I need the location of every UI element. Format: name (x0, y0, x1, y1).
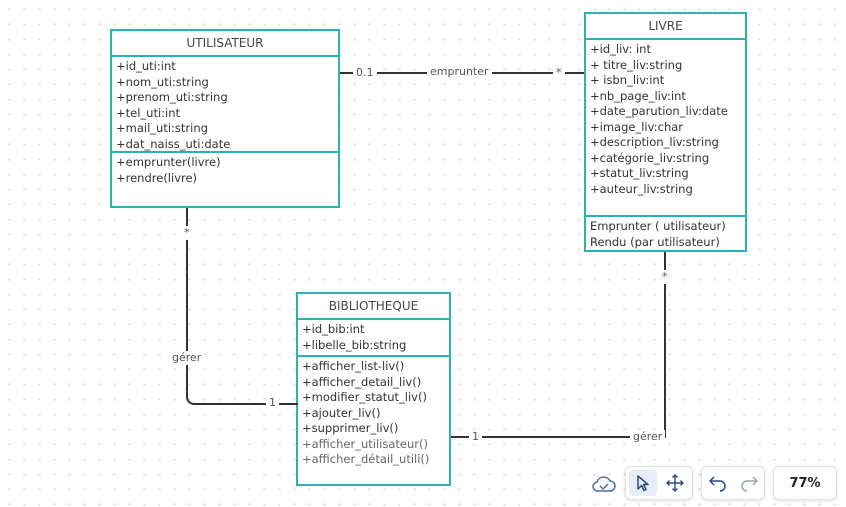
association-gerer-livre-vertical[interactable] (664, 252, 666, 437)
method: +modifier_statut_liv() (302, 390, 427, 404)
attribute: + titre_liv:string (590, 57, 683, 72)
method: Emprunter ( utilisateur) (590, 219, 726, 233)
attribute: +libelle_bib:string (302, 337, 407, 352)
attributes-section: +id_uti:int +nom_uti:string +prenom_uti:… (112, 57, 338, 153)
attributes-section: +id_bib:int +libelle_bib:string (298, 320, 449, 357)
method: Rendu (par utilisateur) (590, 234, 720, 249)
association-gerer-livre-horizontal[interactable] (451, 436, 666, 438)
attribute: +mail_uti:string (116, 121, 208, 135)
methods-section: +emprunter(livre) +rendre(livre) (112, 153, 338, 188)
attribute: +catégorie_liv:string (590, 150, 710, 165)
multiplicity-label: * (553, 66, 565, 80)
redo-icon[interactable] (735, 470, 763, 496)
attribute: +id_uti:int (116, 59, 176, 73)
method: +afficher_détail_utili() (302, 452, 430, 466)
association-label: gérer (169, 351, 205, 365)
method: +emprunter(livre) (116, 155, 221, 169)
class-bibliotheque[interactable]: BIBLIOTHEQUE +id_bib:int +libelle_bib:st… (296, 292, 451, 486)
multiplicity-label: 1 (266, 396, 279, 410)
zoom-level: 77% (789, 476, 821, 491)
class-title: UTILISATEUR (112, 31, 338, 57)
attribute: +date_parution_liv:date (590, 104, 728, 118)
tool-group (625, 466, 693, 500)
multiplicity-label: 1 (469, 430, 482, 444)
attributes-section: +id_liv: int + titre_liv:string + isbn_l… (586, 40, 745, 217)
method: +rendre(livre) (116, 170, 198, 185)
multiplicity-label: * (181, 226, 193, 240)
methods-section: Emprunter ( utilisateur) Rendu (par util… (586, 217, 745, 252)
class-utilisateur[interactable]: UTILISATEUR +id_uti:int +nom_uti:string … (110, 29, 340, 208)
method: +ajouter_liv() (302, 405, 381, 420)
zoom-control[interactable]: 77% (773, 466, 837, 500)
method: +supprimer_liv() (302, 421, 399, 435)
attribute: +nb_page_liv:int (590, 88, 686, 103)
attribute: +nom_uti:string (116, 74, 209, 89)
multiplicity-label: 0.1 (353, 66, 377, 80)
method: +afficher_detail_liv() (302, 374, 422, 389)
attribute: +id_liv: int (590, 42, 651, 56)
undo-icon[interactable] (704, 470, 732, 496)
attribute: +dat_naiss_uti:date (116, 136, 231, 151)
attribute: +statut_liv:string (590, 166, 689, 180)
association-gerer-utilisateur-line[interactable] (186, 208, 298, 405)
history-group (701, 466, 765, 500)
attribute: +prenom_uti:string (116, 90, 228, 104)
attribute: +tel_uti:int (116, 105, 181, 120)
association-label: emprunter (427, 65, 492, 79)
attribute: + isbn_liv:int (590, 73, 665, 87)
attribute: +image_liv:char (590, 119, 684, 134)
class-title: BIBLIOTHEQUE (298, 294, 449, 320)
method: +afficher_utilisateur() (302, 436, 428, 451)
multiplicity-label: * (659, 270, 671, 284)
class-title: LIVRE (586, 14, 745, 40)
method: +afficher_list-liv() (302, 359, 405, 373)
class-livre[interactable]: LIVRE +id_liv: int + titre_liv:string + … (584, 12, 747, 252)
attribute: +id_bib:int (302, 322, 365, 336)
cursor-icon[interactable] (629, 470, 657, 496)
move-icon[interactable] (661, 470, 689, 496)
cloud-icon[interactable] (590, 470, 618, 498)
attribute: +auteur_liv:string (590, 181, 693, 196)
methods-section: +afficher_list-liv() +afficher_detail_li… (298, 357, 449, 470)
attribute: +description_liv:string (590, 135, 719, 149)
association-label: gérer (630, 430, 666, 444)
